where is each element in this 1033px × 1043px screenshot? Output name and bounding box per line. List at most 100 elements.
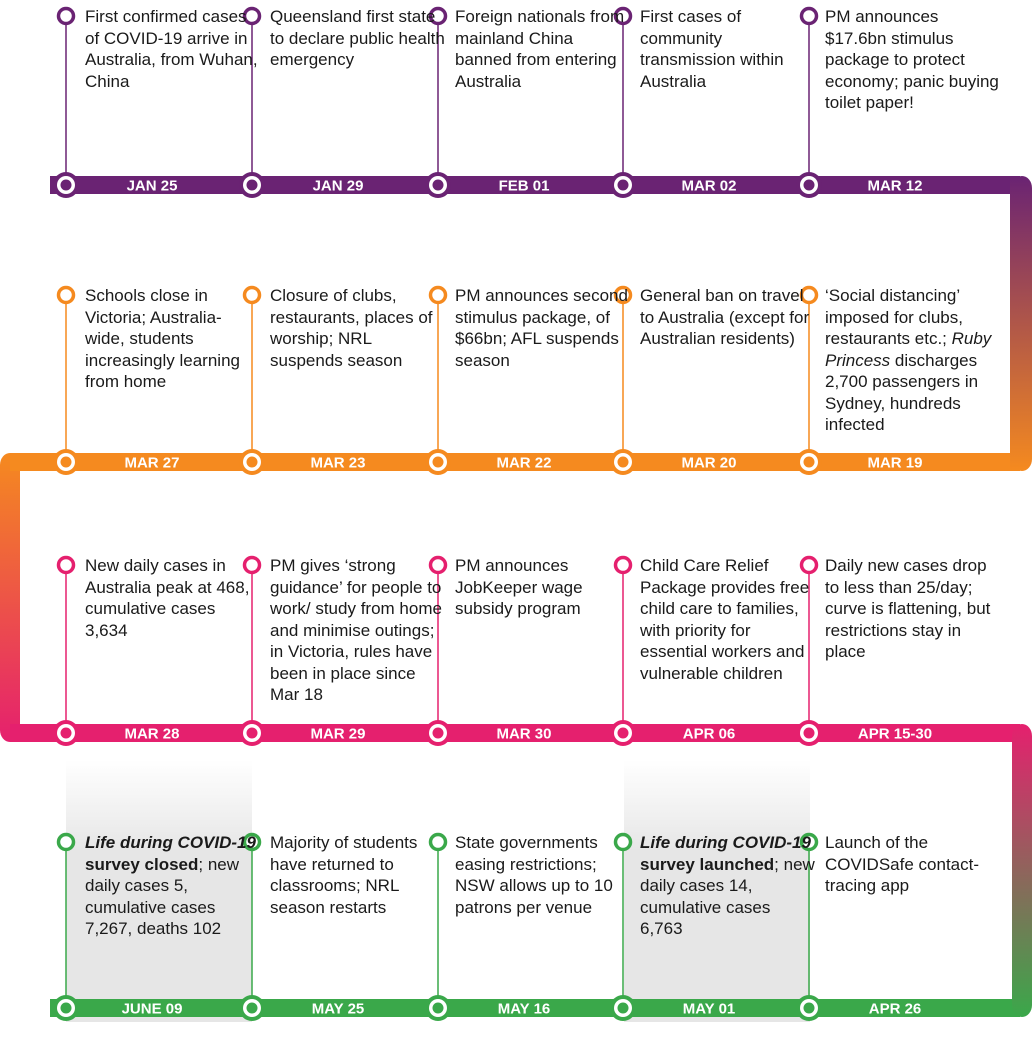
event-node-dot	[803, 456, 815, 468]
event-description: Queensland first state to declare public…	[270, 6, 445, 71]
event-marker-top	[613, 555, 633, 575]
event-text-text: PM announces $17.6bn stimulus package to…	[825, 7, 999, 112]
event-description: Life during COVID-19 survey launched; ne…	[640, 832, 815, 940]
event-text-text: State governments easing restrictions; N…	[455, 833, 613, 917]
event-text-text: First confirmed cases of COVID-19 arrive…	[85, 7, 258, 91]
event-description: First confirmed cases of COVID-19 arrive…	[85, 6, 260, 92]
event-description: Majority of students have returned to cl…	[270, 832, 445, 918]
event-marker-top	[428, 6, 448, 26]
event-text-text-before: ‘Social distancing’ imposed for clubs, r…	[825, 286, 963, 348]
event-marker-top	[799, 555, 819, 575]
survey-closed-highlight	[66, 760, 252, 1022]
event-date-label: MAR 02	[681, 178, 736, 195]
event-node-dot	[60, 1002, 72, 1014]
event-marker-top	[56, 832, 76, 852]
event-description: Foreign nationals from mainland China ba…	[455, 6, 630, 92]
event-description: General ban on travel to Australia (exce…	[640, 285, 815, 350]
event-date-label: MAR 23	[310, 455, 365, 472]
event-text-text-after: discharges 2,700 passengers in Sydney, h…	[825, 350, 979, 435]
event-description: PM announces JobKeeper wage subsidy prog…	[455, 555, 630, 620]
event-text-text: Launch of the COVIDSafe contact-tracing …	[825, 833, 980, 895]
event-marker-top	[242, 6, 262, 26]
event-node-dot	[60, 179, 72, 191]
event-description: PM announces second stimulus package, of…	[455, 285, 630, 371]
event-node-dot	[60, 727, 72, 739]
event-description: New daily cases in Australia peak at 468…	[85, 555, 260, 641]
event-date-label: MAY 01	[683, 1001, 736, 1018]
event-node-dot	[617, 179, 629, 191]
timeline-band-row-4	[50, 999, 1020, 1017]
event-node-dot	[617, 456, 629, 468]
event-date-label: MAY 25	[312, 1001, 365, 1018]
event-date-label: MAR 19	[867, 455, 922, 472]
event-node-dot	[246, 727, 258, 739]
event-text-text: New daily cases in Australia peak at 468…	[85, 556, 250, 640]
event-description: ‘Social distancing’ imposed for clubs, r…	[825, 285, 1000, 436]
event-description: PM announces $17.6bn stimulus package to…	[825, 6, 1000, 114]
event-text-text: General ban on travel to Australia (exce…	[640, 286, 810, 348]
event-description: PM gives ‘strong guidance’ for people to…	[270, 555, 445, 706]
event-text-text: PM announces second stimulus package, of…	[455, 286, 628, 370]
band-extension-row-2	[10, 453, 60, 471]
event-node-dot	[803, 1002, 815, 1014]
event-description: State governments easing restrictions; N…	[455, 832, 630, 918]
event-marker-top	[242, 832, 262, 852]
event-marker-top	[56, 555, 76, 575]
event-description: Launch of the COVIDSafe contact-tracing …	[825, 832, 1000, 897]
event-node-dot	[617, 727, 629, 739]
event-marker-top	[613, 832, 633, 852]
event-date-label: MAR 30	[496, 726, 551, 743]
timeline-band-row-1	[50, 176, 1020, 194]
event-node-dot	[617, 1002, 629, 1014]
event-text-text-bold: survey launched	[640, 854, 775, 874]
event-marker-top	[613, 285, 633, 305]
event-node-dot	[432, 727, 444, 739]
event-marker-top	[428, 555, 448, 575]
survey-launched-highlight	[624, 760, 810, 1022]
event-marker-top	[242, 555, 262, 575]
band-extension-row-3	[10, 724, 60, 742]
event-date-label: MAR 12	[867, 178, 922, 195]
event-description: Child Care Relief Package provides free …	[640, 555, 815, 684]
event-text-text: Queensland first state to declare public…	[270, 7, 445, 69]
event-date-label: MAY 16	[498, 1001, 551, 1018]
event-text-text-em: Life during COVID-19	[640, 833, 811, 852]
event-text-text: Majority of students have returned to cl…	[270, 833, 418, 917]
event-date-label: MAR 28	[124, 726, 179, 743]
event-text-text: Child Care Relief Package provides free …	[640, 556, 810, 683]
event-node-dot	[246, 179, 258, 191]
event-text-text: Closure of clubs, restaurants, places of…	[270, 286, 433, 370]
event-text-text-em: Ruby Princess	[825, 329, 992, 370]
event-date-label: APR 26	[869, 1001, 922, 1018]
event-description: Schools close in Victoria; Australia-wid…	[85, 285, 260, 393]
event-date-label: MAR 27	[124, 455, 179, 472]
event-date-label: JAN 29	[313, 178, 364, 195]
event-node-dot	[803, 727, 815, 739]
event-node-dot	[803, 179, 815, 191]
connector-right-2	[1012, 724, 1032, 1017]
event-date-label: MAR 20	[681, 455, 736, 472]
event-text-text-after: ; new daily cases 5, cumulative cases 7,…	[85, 854, 240, 939]
event-node-dot	[432, 456, 444, 468]
event-text-text: PM announces JobKeeper wage subsidy prog…	[455, 556, 583, 618]
event-text-text: Foreign nationals from mainland China ba…	[455, 7, 625, 91]
event-node-dot	[432, 1002, 444, 1014]
event-marker-top	[428, 285, 448, 305]
event-date-label: FEB 01	[499, 178, 550, 195]
event-date-label: APR 06	[683, 726, 736, 743]
event-text-text-em: Life during COVID-19	[85, 833, 256, 852]
event-marker-top	[799, 285, 819, 305]
event-text-text: First cases of community transmission wi…	[640, 7, 784, 91]
event-marker-top	[56, 285, 76, 305]
event-marker-top	[613, 6, 633, 26]
event-marker-top	[56, 6, 76, 26]
event-date-label: MAR 29	[310, 726, 365, 743]
timeline-band-row-3	[50, 724, 1020, 742]
event-node-dot	[246, 1002, 258, 1014]
connector-right-1-body	[1012, 176, 1032, 471]
event-date-label: JUNE 09	[122, 1001, 183, 1018]
event-date-label: JAN 25	[127, 178, 178, 195]
timeline-band-row-2	[50, 453, 1020, 471]
